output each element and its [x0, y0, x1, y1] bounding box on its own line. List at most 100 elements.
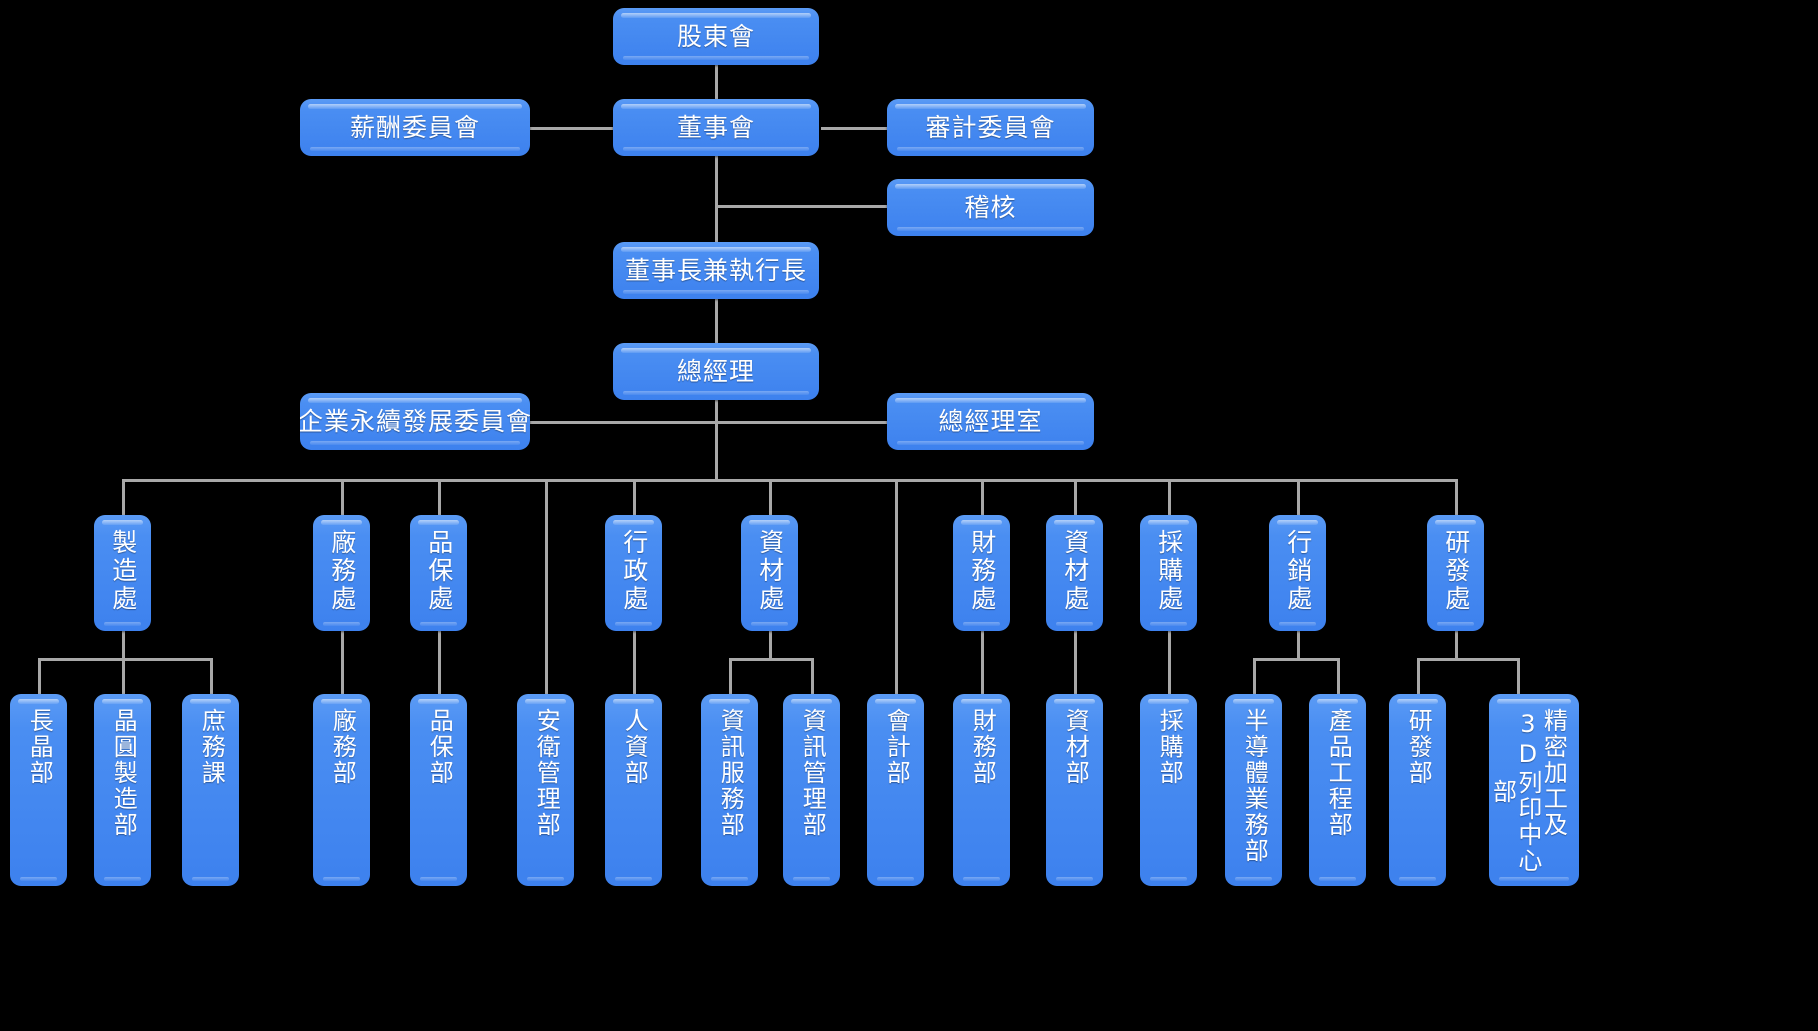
connector-drop-accounting: [895, 479, 898, 695]
node-label: 行政處: [619, 529, 649, 613]
connector-ceo-to-gm: [715, 298, 718, 344]
node-label: 稽核: [964, 192, 1017, 222]
node-label: 廠務處: [327, 529, 357, 613]
node-shareholders-meeting[interactable]: 股東會: [613, 8, 819, 65]
connector-drop-plant-affairs: [341, 479, 344, 515]
connector-shareholders-to-board: [715, 64, 718, 101]
node-division-manufacturing[interactable]: 製造處: [94, 515, 151, 631]
connector-marketing-bus: [1253, 658, 1339, 661]
node-label: 總經理室: [938, 406, 1043, 436]
node-label: 廠務部: [328, 708, 357, 786]
node-label: 半導體業務部: [1240, 708, 1269, 864]
node-division-finance[interactable]: 財務處: [953, 515, 1010, 631]
node-dept-human-resources[interactable]: 人資部: [605, 694, 662, 886]
connector-marketing-down: [1297, 630, 1300, 660]
node-label: 董事長兼執行長: [624, 255, 807, 285]
connector-gm-to-gm-office: [715, 421, 888, 424]
node-label: 研發處: [1441, 529, 1471, 613]
node-dept-product-engineering[interactable]: 產品工程部: [1309, 694, 1366, 886]
connector-materials-bus: [729, 658, 813, 661]
node-label: 人資部: [620, 708, 649, 786]
node-label: 財務處: [967, 529, 997, 613]
node-dept-plant-affairs[interactable]: 廠務部: [313, 694, 370, 886]
node-chairman-ceo[interactable]: 董事長兼執行長: [613, 242, 819, 299]
connector-gm-to-sustainability: [530, 421, 716, 424]
connector-drop-safety: [545, 479, 548, 695]
connector-to-it-management: [811, 658, 814, 695]
node-sustainability-committee[interactable]: 企業永續發展委員會: [300, 393, 530, 450]
node-division-administration[interactable]: 行政處: [605, 515, 662, 631]
node-division-materials-2[interactable]: 資材處: [1046, 515, 1103, 631]
node-label: 產品工程部: [1324, 708, 1353, 838]
node-label: 採購部: [1155, 708, 1184, 786]
connector-to-semiconductor-sales: [1253, 658, 1256, 695]
node-label: 製造處: [108, 529, 138, 613]
connector-manufacturing-bus: [38, 658, 212, 661]
node-dept-quality-assurance[interactable]: 品保部: [410, 694, 467, 886]
connector-to-it-service: [729, 658, 732, 695]
connector-administration-down: [633, 630, 636, 695]
node-dept-wafer-manufacturing[interactable]: 晶圓製造部: [94, 694, 151, 886]
node-label: 薪酬委員會: [349, 112, 480, 142]
node-division-plant-affairs[interactable]: 廠務處: [313, 515, 370, 631]
connector-manufacturing-down: [122, 630, 125, 660]
connector-quality-down: [438, 630, 441, 695]
node-gm-office[interactable]: 總經理室: [887, 393, 1094, 450]
connector-to-product-engineering: [1337, 658, 1340, 695]
connector-board-to-audit-committee: [821, 127, 888, 130]
node-dept-it-service[interactable]: 資訊服務部: [701, 694, 758, 886]
connector-drop-marketing: [1297, 479, 1300, 515]
node-label: 長晶部: [25, 708, 54, 786]
connector-plant-affairs-down: [341, 630, 344, 695]
connector-to-crystal-growth: [38, 658, 41, 695]
node-label: 晶圓製造部: [109, 708, 138, 838]
node-dept-accounting[interactable]: 會計部: [867, 694, 924, 886]
node-compensation-committee[interactable]: 薪酬委員會: [300, 99, 530, 156]
node-label: 股東會: [676, 21, 755, 51]
node-general-manager[interactable]: 總經理: [613, 343, 819, 400]
node-label: 審計委員會: [925, 112, 1056, 142]
node-dept-it-management[interactable]: 資訊管理部: [783, 694, 840, 886]
connector-gm-down: [715, 399, 718, 481]
node-label: 品保部: [425, 708, 454, 786]
node-dept-crystal-growth[interactable]: 長晶部: [10, 694, 67, 886]
node-internal-audit[interactable]: 稽核: [887, 179, 1094, 236]
node-dept-precision-machining-3d-printing[interactable]: 3D列印中心部 精密加工及: [1489, 694, 1579, 886]
connector-materials2-down: [1074, 630, 1077, 695]
connector-materials-down: [769, 630, 772, 660]
node-dept-finance[interactable]: 財務部: [953, 694, 1010, 886]
node-division-procurement[interactable]: 採購處: [1140, 515, 1197, 631]
node-dept-general-affairs[interactable]: 庶務課: [182, 694, 239, 886]
node-board-of-directors[interactable]: 董事會: [613, 99, 819, 156]
node-division-rnd[interactable]: 研發處: [1427, 515, 1484, 631]
connector-board-to-internal-audit: [715, 205, 888, 208]
node-dept-safety-management[interactable]: 安衛管理部: [517, 694, 574, 886]
node-audit-committee[interactable]: 審計委員會: [887, 99, 1094, 156]
node-division-quality-assurance[interactable]: 品保處: [410, 515, 467, 631]
node-label: 財務部: [968, 708, 997, 786]
node-label: 資材處: [755, 529, 785, 613]
node-label: 會計部: [882, 708, 911, 786]
node-label: 資訊管理部: [798, 708, 827, 838]
connector-procurement-down: [1168, 630, 1171, 695]
node-dept-semiconductor-sales[interactable]: 半導體業務部: [1225, 694, 1282, 886]
node-label: 庶務課: [197, 708, 226, 786]
node-label: 資訊服務部: [716, 708, 745, 838]
node-division-marketing[interactable]: 行銷處: [1269, 515, 1326, 631]
connector-to-general-affairs: [210, 658, 213, 695]
connector-board-down: [715, 155, 718, 243]
connector-board-to-compensation: [530, 127, 615, 130]
node-dept-rnd[interactable]: 研發部: [1389, 694, 1446, 886]
node-label: 資材部: [1061, 708, 1090, 786]
node-division-materials[interactable]: 資材處: [741, 515, 798, 631]
connector-drop-manufacturing: [122, 479, 125, 515]
connector-rnd-down: [1455, 630, 1458, 660]
connector-to-rnd-dept: [1417, 658, 1420, 695]
node-dept-materials[interactable]: 資材部: [1046, 694, 1103, 886]
connector-drop-quality-assurance: [438, 479, 441, 515]
connector-drop-procurement: [1168, 479, 1171, 515]
node-dept-procurement[interactable]: 採購部: [1140, 694, 1197, 886]
node-label: 資材處: [1060, 529, 1090, 613]
node-label: 採購處: [1154, 529, 1184, 613]
